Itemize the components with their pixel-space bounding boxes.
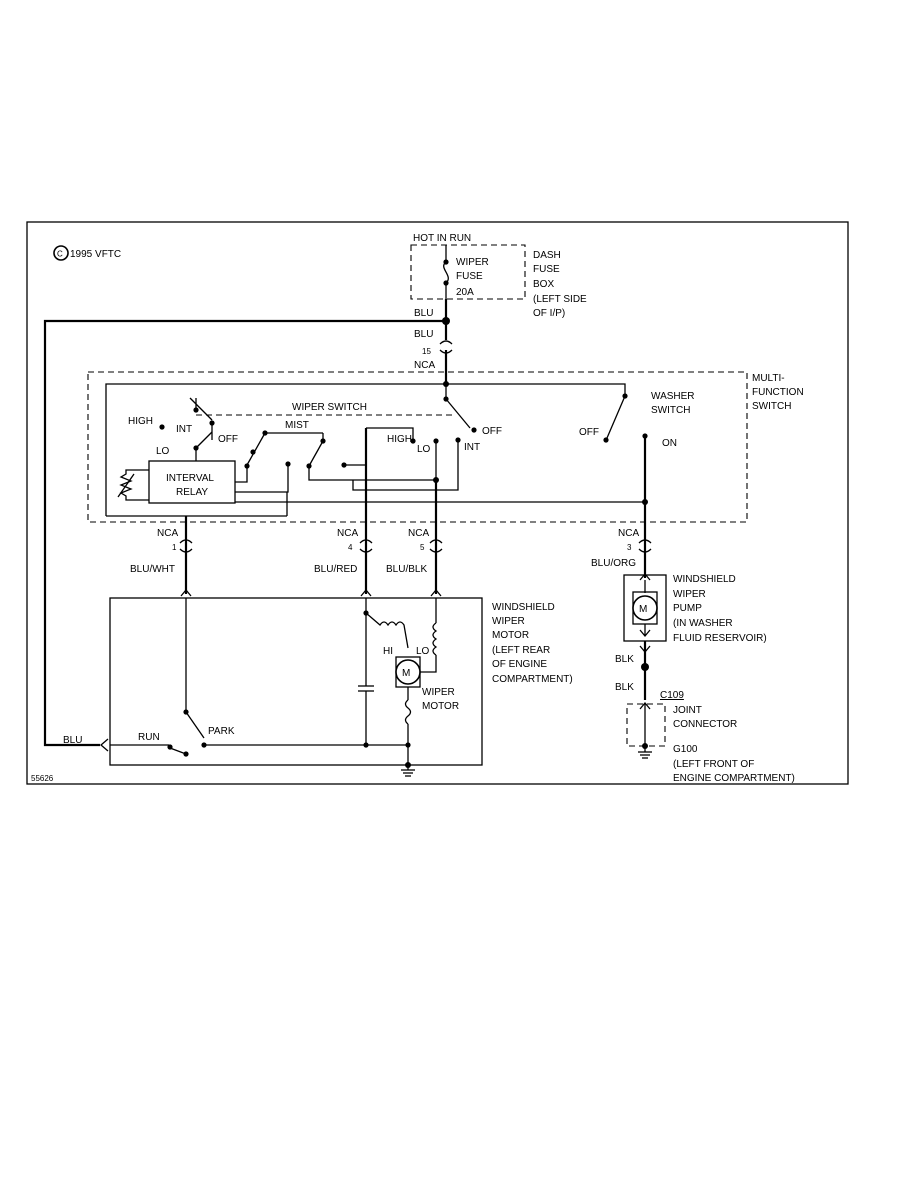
washer-switch: [603, 393, 648, 443]
joint-connector-label-1: JOINT: [673, 705, 702, 716]
main-wiper-switch: [443, 384, 477, 443]
mfs-label-1: MULTI-: [752, 373, 785, 384]
connector-1-nca: NCA: [157, 528, 178, 539]
svg-text:M: M: [639, 604, 647, 615]
joint-connector-label-2: CONNECTOR: [673, 719, 737, 730]
copyright-symbol: C: [57, 250, 63, 259]
connector-5-pin: 5: [420, 543, 425, 552]
connector-1-pin: 1: [172, 543, 177, 552]
dash-fuse-box-label-3: BOX: [533, 279, 554, 290]
washer-pump-label-5: FLUID RESERVOIR): [673, 633, 767, 644]
connector-4-nca: NCA: [337, 528, 358, 539]
pos-high-left: HIGH: [128, 416, 153, 427]
wire-label-blu-wht: BLU/WHT: [130, 564, 175, 575]
hi-label: HI: [383, 646, 393, 657]
connector-4: [359, 539, 373, 553]
pos-int-left: INT: [176, 424, 192, 435]
svg-text:M: M: [402, 668, 410, 679]
wiper-motor-inner-label-1: WIPER: [422, 687, 455, 698]
multifunction-switch-box: [87, 371, 748, 523]
dash-fuse-box-label-2: FUSE: [533, 264, 560, 275]
wiper-motor-icon: M: [395, 656, 421, 688]
wire-label-blk-2: BLK: [615, 682, 634, 693]
run-label: RUN: [138, 732, 160, 743]
pos-int-main: INT: [464, 442, 480, 453]
lo-label: LO: [416, 646, 430, 657]
pos-lo-mid: LO: [417, 444, 431, 455]
dash-fuse-box-label-4: (LEFT SIDE: [533, 294, 587, 305]
pos-high-mid: HIGH: [387, 434, 412, 445]
dash-fuse-box-label-1: DASH: [533, 250, 561, 261]
pos-off-left: OFF: [218, 434, 238, 445]
connector-c109: C109: [660, 690, 684, 701]
interval-select-switch: [159, 397, 215, 461]
ground-label-1: G100: [673, 744, 698, 755]
mfs-label-3: SWITCH: [752, 401, 791, 412]
washer-pump-label-1: WINDSHIELD: [673, 574, 736, 585]
wire-label-blk-1: BLK: [615, 654, 634, 665]
mist-switch: [244, 430, 366, 469]
ground-label-3: ENGINE COMPARTMENT): [673, 773, 795, 784]
hot-in-run-label: HOT IN RUN: [413, 233, 471, 244]
washer-switch-label-2: SWITCH: [651, 405, 690, 416]
dash-fuse-box-label-5: OF I/P): [533, 308, 565, 319]
interval-relay-label-2: RELAY: [176, 487, 208, 498]
interval-relay-label-1: INTERVAL: [166, 473, 214, 484]
joint-connector-box: [626, 703, 666, 747]
wire-label-blu-org: BLU/ORG: [591, 558, 636, 569]
copyright-mark: C 1995 VFTC: [53, 245, 121, 261]
fuse-label-line1: WIPER: [456, 257, 489, 268]
wiper-switch-label: WIPER SWITCH: [292, 402, 367, 413]
connector-5: [429, 539, 443, 553]
wiper-motor-label-4: (LEFT REAR: [492, 645, 550, 656]
pos-mist: MIST: [285, 420, 309, 431]
washer-pump-label-4: (IN WASHER: [673, 618, 733, 629]
washer-pump-label-3: PUMP: [673, 603, 702, 614]
wiper-motor-label-1: WINDSHIELD: [492, 602, 555, 613]
connector-3: [638, 539, 652, 553]
figure-id: 55626: [31, 774, 54, 783]
connector-15-pin: 15: [422, 347, 431, 356]
wiper-motor-label-6: COMPARTMENT): [492, 674, 573, 685]
washer-pump-motor-icon: M: [632, 591, 658, 625]
copyright-text: 1995 VFTC: [70, 249, 121, 260]
wiper-motor-box: [109, 597, 483, 766]
wiper-module-box: [105, 383, 626, 516]
interval-resistor-icon: [117, 469, 149, 501]
connector-15-nca: NCA: [414, 360, 435, 371]
wire-label-blu-red: BLU/RED: [314, 564, 357, 575]
dash-fuse-box: [410, 244, 526, 300]
connector-3-pin: 3: [627, 543, 632, 552]
ground-g100-icon: [638, 746, 652, 759]
connector-1: [179, 539, 193, 553]
fuse-label-line2: FUSE: [456, 271, 483, 282]
diagram-frame: [26, 221, 849, 785]
wiper-motor-label-3: MOTOR: [492, 630, 529, 641]
ground-label-2: (LEFT FRONT OF: [673, 759, 754, 770]
washer-pump-label-2: WIPER: [673, 589, 706, 600]
fuse-rating: 20A: [456, 287, 474, 298]
pos-off-main: OFF: [482, 426, 502, 437]
wire-label-blu-left: BLU: [63, 735, 82, 746]
connector-5-nca: NCA: [408, 528, 429, 539]
wiper-motor-label-5: OF ENGINE: [492, 659, 547, 670]
blu-wire-to-park: [43, 319, 446, 747]
connector-3-nca: NCA: [618, 528, 639, 539]
wire-label-blu-top: BLU: [414, 308, 433, 319]
ground-icon: [401, 762, 415, 777]
park-label: PARK: [208, 726, 235, 737]
wire-label-blu-mid: BLU: [414, 329, 433, 340]
connector-4-pin: 4: [348, 543, 353, 552]
wiper-motor-inner-label-2: MOTOR: [422, 701, 459, 712]
wiper-fuse: [443, 245, 449, 299]
washer-switch-label-1: WASHER: [651, 391, 695, 402]
wiper-motor-label-2: WIPER: [492, 616, 525, 627]
mfs-label-2: FUNCTION: [752, 387, 804, 398]
pos-washer-off: OFF: [579, 427, 599, 438]
pos-lo-left: LO: [156, 446, 170, 457]
pos-washer-on: ON: [662, 438, 677, 449]
wire-label-blu-blk: BLU/BLK: [386, 564, 427, 575]
